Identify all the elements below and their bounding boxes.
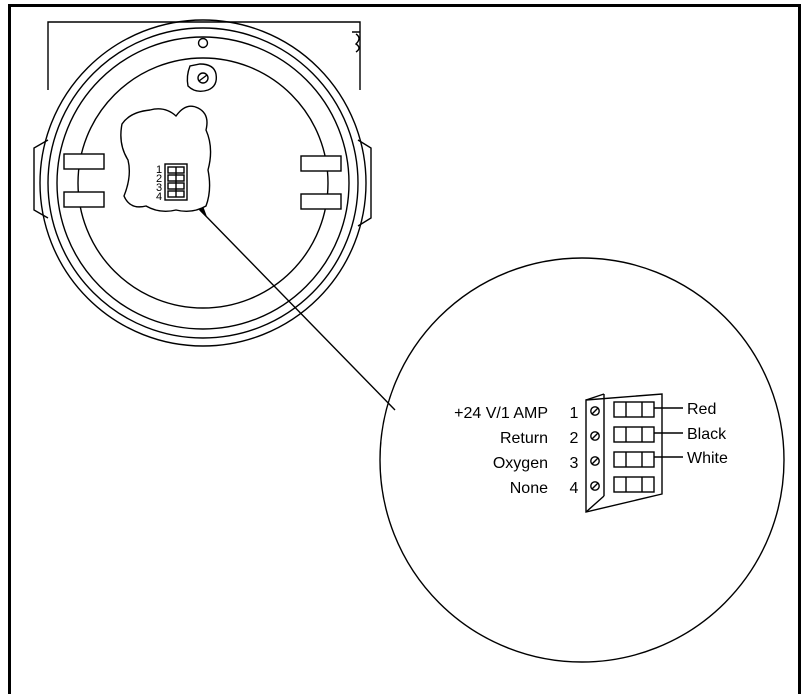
left-clips [63,153,105,208]
small-terminal-block [164,163,188,201]
middle-ring [47,27,359,339]
leader-arrow-icon [198,206,207,217]
bezel-ring [77,57,329,309]
wire-color-label: White [687,450,728,467]
terminal-signal-label: Return [500,430,548,447]
mounting-hole-icon [197,37,209,49]
enclosure-housing [33,21,372,227]
wire-color-label: Red [687,401,716,418]
terminal-number-label: 1 [570,405,579,422]
terminal-number-label: 2 [570,430,579,447]
leader-line [199,209,396,411]
inner-ring [56,36,350,330]
wire-color-labels: Red Black White [687,401,728,467]
terminal-signal-label: None [510,480,548,497]
wire-color-label: Black [687,426,727,443]
cutout-window [120,105,212,213]
top-screw-cutout [186,63,218,93]
terminal-signal-label: Oxygen [493,455,548,472]
housing-terminal-number: 4 [156,191,162,203]
right-clips [300,155,342,210]
terminal-number-label: 3 [570,455,579,472]
wire-leads [654,407,683,458]
figure-frame [8,4,801,694]
terminal-number-labels: 1 2 3 4 [570,405,579,497]
terminal-signal-label: +24 V/1 AMP [454,405,548,422]
outer-ring [39,19,367,347]
screw-icons [590,406,600,491]
housing-terminal-number: 2 [156,173,162,185]
terminal-number-label: 4 [570,480,579,497]
housing-terminal-number: 3 [156,182,162,194]
terminal-signal-labels: +24 V/1 AMP Return Oxygen None [454,405,548,497]
detail-terminal-block [585,393,683,513]
housing-terminal-numbers: 1 2 3 4 [156,164,162,203]
detail-circle [379,257,785,663]
wire-slots [613,401,655,493]
housing-terminal-number: 1 [156,164,162,176]
